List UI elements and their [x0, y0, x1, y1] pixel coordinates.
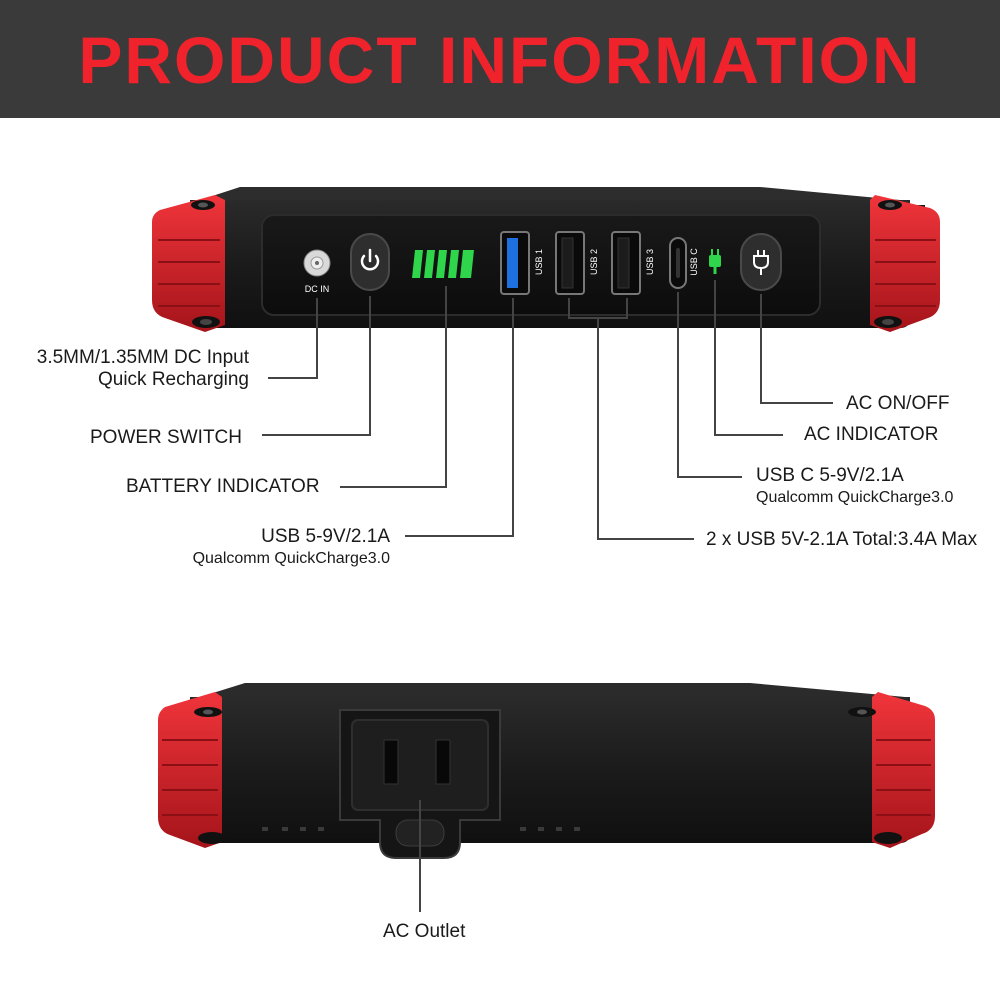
callout-dc-input: 3.5MM/1.35MM DC Input Quick Recharging — [8, 347, 249, 391]
power-icon — [360, 248, 380, 271]
plug-icon — [753, 250, 769, 275]
device-front: DC IN USB 1 USB 2 — [152, 187, 940, 332]
back-right-bumper — [848, 692, 935, 848]
back-left-bumper — [158, 692, 226, 848]
left-bumper — [152, 195, 225, 332]
callout-lines-front — [262, 280, 833, 540]
callout-usbc-line2: Qualcomm QuickCharge3.0 — [756, 489, 954, 506]
callout-power-switch: POWER SWITCH — [90, 427, 242, 448]
callout-usbc: USB C 5-9V/2.1A Qualcomm QuickCharge3.0 — [756, 465, 953, 509]
callout-battery-indicator: BATTERY INDICATOR — [126, 476, 320, 497]
callout-dc-input-line1: 3.5MM/1.35MM DC Input — [36, 347, 249, 368]
usbc-port[interactable]: USB C — [669, 237, 699, 289]
dc-in-port[interactable]: DC IN — [303, 249, 331, 294]
usbc-label: USB C — [689, 248, 699, 276]
usb2-port[interactable]: USB 2 — [555, 231, 599, 295]
battery-bars-icon — [412, 250, 474, 278]
ac-onoff-button[interactable] — [740, 233, 782, 291]
right-bumper — [870, 195, 940, 332]
page-title: PRODUCT INFORMATION — [78, 23, 922, 97]
usb3-port[interactable]: USB 3 — [611, 231, 655, 295]
callout-usb23: 2 x USB 5V-2.1A Total:3.4A Max — [706, 529, 978, 550]
vent-dots — [262, 827, 580, 831]
callout-usbc-line1: USB C 5-9V/2.1A — [756, 465, 904, 486]
usb2-label: USB 2 — [589, 249, 599, 275]
header-banner: PRODUCT INFORMATION — [0, 0, 1000, 118]
dc-in-label: DC IN — [305, 284, 330, 294]
callout-ac-outlet: AC Outlet — [383, 921, 466, 942]
callout-ac-indicator: AC INDICATOR — [804, 424, 939, 445]
callout-usb1: USB 5-9V/2.1A Qualcomm QuickCharge3.0 — [150, 526, 390, 570]
device-back — [158, 683, 935, 859]
power-button[interactable] — [350, 233, 390, 291]
callout-usb1-line2: Qualcomm QuickCharge3.0 — [192, 550, 390, 567]
usb1-port[interactable]: USB 1 — [500, 231, 544, 295]
callout-dc-input-line2: Quick Recharging — [97, 369, 249, 390]
callout-ac-onoff: AC ON/OFF — [846, 393, 950, 414]
usb3-label: USB 3 — [645, 249, 655, 275]
ac-indicator-plug-icon — [709, 249, 721, 274]
usb1-label: USB 1 — [534, 249, 544, 275]
callout-usb1-line1: USB 5-9V/2.1A — [261, 526, 390, 547]
